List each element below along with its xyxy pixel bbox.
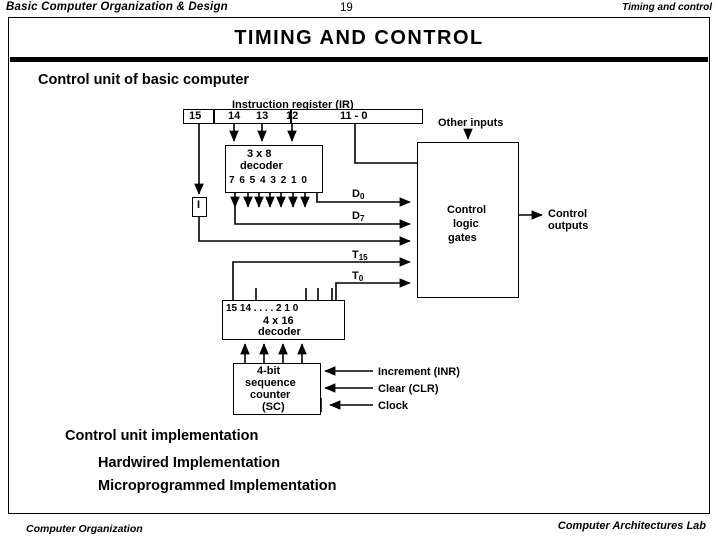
page-title: TIMING AND CONTROL [234,26,484,49]
ir-field-12: 12 [286,110,299,122]
control-outputs-label-2: outputs [548,220,589,232]
signal-d0-base: D [352,188,360,200]
sequence-counter-label-1: 4-bit [257,365,281,377]
control-logic-label-2: logic [453,218,479,230]
slide-title-bar: TIMING AND CONTROL [10,19,708,57]
instruction-register-box [183,109,423,124]
control-logic-label-3: gates [448,232,477,244]
signal-t15-label: T15 [352,249,368,262]
ir-divider-1 [213,109,215,124]
header-topic: Timing and control [622,2,712,13]
ir-field-11-0: 11 - 0 [340,110,368,122]
signal-d0-label: D0 [352,188,364,201]
sequence-counter-label-2: sequence [245,377,296,389]
decoder-3x8-box [225,145,323,193]
sequence-counter-label-3: counter [250,389,291,401]
decoder-3x8-outputs: 7 6 5 4 3 2 1 0 [229,175,308,186]
signal-t0-label: T0 [352,270,363,283]
section-subheading: Control unit of basic computer [38,72,250,88]
footer-left-text: Computer Organization [26,523,143,535]
signal-t0-base: T [352,270,359,282]
ir-field-15: 15 [189,110,202,122]
decoder-4x16-label-2: decoder [258,326,301,338]
signal-t15-subscript: 15 [358,253,368,262]
ir-title-label: Instruction register (IR) [232,99,354,111]
ir-field-14: 14 [228,110,241,122]
decoder-4x16-box [222,300,345,340]
decoder-3x8-label-1: 3 x 8 [247,148,272,160]
title-divider [10,57,708,62]
increment-signal-label: Increment (INR) [378,366,460,378]
signal-d0-subscript: 0 [359,192,365,201]
i-flipflop-label: I [197,199,201,211]
other-inputs-label: Other inputs [438,117,504,129]
decoder-4x16-label-1: 4 x 16 [263,315,294,327]
implementation-heading: Control unit implementation [65,428,259,444]
sequence-counter-label-4: (SC) [262,401,285,413]
control-logic-gates-box [417,142,519,298]
header-course-title: Basic Computer Organization & Design [6,1,228,13]
control-logic-label-1: Control [447,204,487,216]
signal-t15-base: T [352,249,359,261]
ir-field-13: 13 [256,110,269,122]
signal-d7-subscript: 7 [359,214,365,223]
decoder-3x8-label-2: decoder [240,160,283,172]
sequence-counter-box [233,363,321,415]
ir-divider-2 [290,109,292,124]
signal-t0-subscript: 0 [358,274,364,283]
implementation-item-microprogrammed: Microprogrammed Implementation [98,478,337,494]
signal-d7-base: D [352,210,360,222]
clock-signal-label: Clock [378,400,408,412]
clear-signal-label: Clear (CLR) [378,383,439,395]
control-outputs-label-1: Control [548,208,588,220]
implementation-item-hardwired: Hardwired Implementation [98,455,281,471]
decoder-4x16-inputs: 15 14 . . . . 2 1 0 [226,303,299,314]
header-page-number: 19 [340,2,353,14]
slide-frame [8,17,710,514]
i-flipflop-box [192,197,207,217]
footer-right-text: Computer Architectures Lab [557,520,706,532]
signal-d7-label: D7 [352,210,364,223]
